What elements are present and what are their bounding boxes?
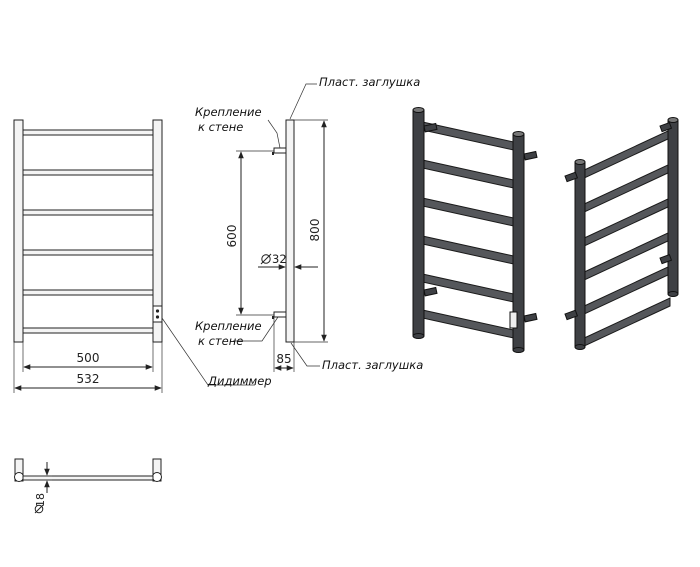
left-vertical-pipe (13, 119, 24, 343)
dim-mount-spacing: 600 (225, 225, 239, 248)
iso1-dimmer (509, 311, 518, 329)
callout-dimmer: Дидиммер (207, 374, 272, 388)
mount-top-leader (267, 119, 281, 149)
iso1-wall-brackets (423, 122, 538, 323)
dim-height: 800 (308, 219, 322, 242)
iso2-wall-brackets (564, 121, 673, 321)
diameter-symbol (260, 253, 272, 265)
plug-top-leader (289, 83, 317, 120)
top-view: 18 (14, 458, 162, 514)
wall-mount-top (273, 147, 287, 154)
isometric-view-front (412, 107, 538, 353)
dim-depth: 85 (276, 352, 291, 366)
callout-mount-top-line1: Крепление (195, 105, 262, 119)
top-crossbar (22, 475, 154, 481)
side-view: 600 800 32 85 Пласт. заглушка Крепление … (195, 75, 423, 372)
callout-plug-top: Пласт. заглушка (319, 75, 420, 89)
mount-bottom-leader (233, 316, 279, 342)
dim-pipe-diameter: 32 (272, 252, 287, 266)
front-view: 500 532 Дидиммер (13, 119, 272, 393)
callout-mount-bottom-line1: Крепление (195, 319, 262, 333)
wall-mount-bottom (273, 311, 287, 318)
dim-inner-width: 500 (77, 351, 100, 365)
dim-outer-width: 532 (77, 372, 100, 386)
iso1-rungs (417, 120, 519, 340)
dim-bar-diameter: 18 (34, 493, 47, 507)
crossbars (22, 129, 154, 334)
isometric-view-back (564, 117, 679, 350)
callout-mount-bottom-line2: к стене (198, 334, 243, 348)
iso2-rungs (579, 129, 671, 349)
iso2-left-pipe (574, 161, 586, 348)
callout-plug-bottom: Пласт. заглушка (322, 358, 423, 372)
iso2-right-pipe (667, 119, 679, 295)
callout-mount-top-line2: к стене (198, 120, 243, 134)
dimmer-unit (152, 305, 163, 323)
diameter-symbol-small (34, 504, 44, 514)
right-vertical-pipe (152, 119, 163, 343)
iso1-left-pipe (412, 109, 425, 337)
plug-bottom-leader (290, 342, 320, 367)
side-pipe (285, 119, 295, 343)
dimmer-leader (161, 317, 255, 386)
